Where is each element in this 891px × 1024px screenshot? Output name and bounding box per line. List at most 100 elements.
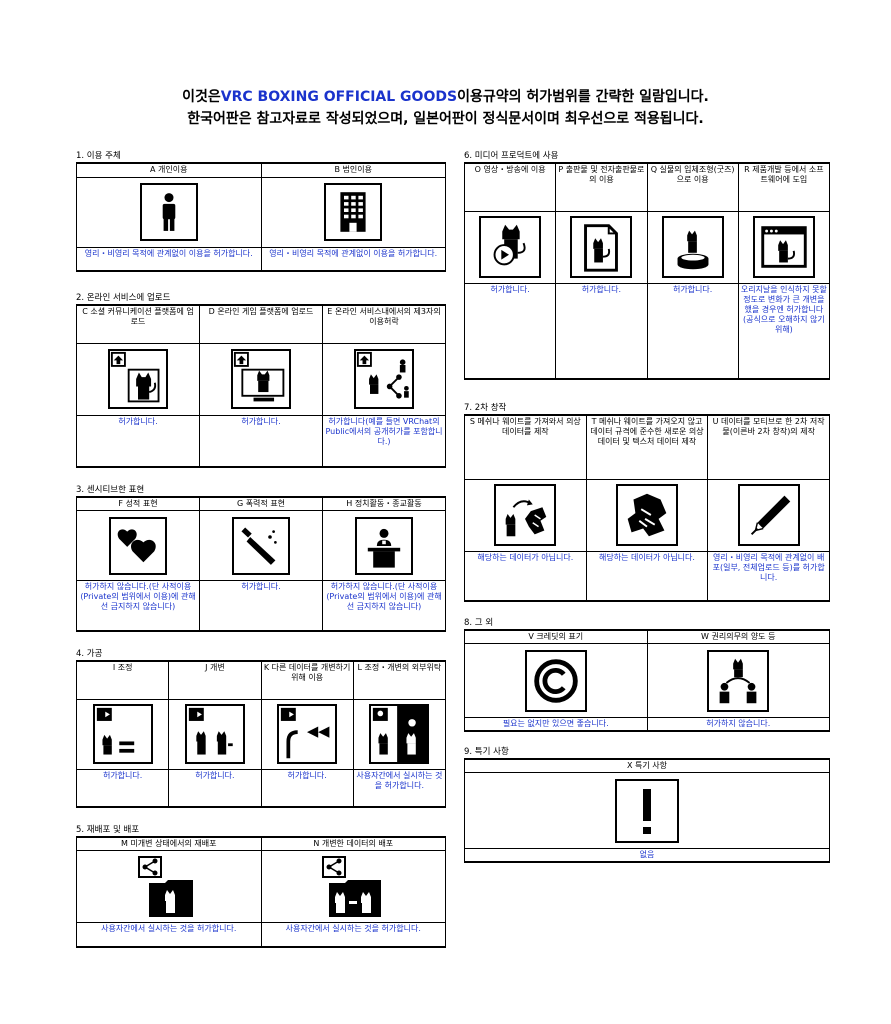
column-label: U 데이터를 모티브로 한 2차 저작물(이른바 2차 창작)의 제작 — [707, 414, 830, 480]
section-title: 9. 특기 사항 — [464, 747, 509, 757]
person-icon — [139, 183, 198, 241]
permission-text: 허가하지 않습니다. — [646, 717, 830, 732]
column-label: D 온라인 게임 플랫폼에 업로드 — [199, 304, 323, 344]
redistribute-icon — [136, 854, 201, 919]
reuse-parts-icon — [277, 704, 338, 764]
permission-text: 해당하는 데이터가 아닙니다. — [585, 550, 709, 602]
video-icon — [479, 216, 542, 278]
permission-text: 없음 — [464, 848, 830, 863]
podium-icon — [355, 516, 413, 575]
section-title: 8. 그 외 — [464, 618, 494, 628]
column-label: Q 실물의 입체조형(굿즈)으로 이용 — [646, 162, 739, 212]
column-label: E 온라인 서비스내에서의 제3자의 이용허락 — [322, 304, 446, 344]
exclamation-icon — [615, 778, 679, 843]
figure-icon — [661, 216, 724, 278]
column-label: X 특기 사항 — [464, 758, 830, 773]
column-label: A 개인이용 — [76, 162, 262, 178]
header-line-2: 한국어판은 참고자료로 작성되었으며, 일본어판이 정식문서이며 최우선으로 적… — [187, 111, 704, 127]
column-label: I 조정 — [75, 660, 170, 700]
copyright-icon — [524, 649, 587, 712]
column-label: M 미개변 상태에서의 재배포 — [76, 836, 262, 851]
permission-text: 영리・비영리 목적에 관계없이 이용을 허가합니다. — [260, 246, 446, 272]
section-title: 1. 이용 주체 — [76, 151, 121, 161]
column-label: O 영상・방송에 이용 — [463, 162, 557, 212]
adjust-icon — [92, 704, 153, 764]
software-icon — [752, 216, 815, 278]
building-icon — [324, 183, 383, 241]
permission-text: 허가합니다. — [199, 414, 323, 468]
permission-text: 필요는 없지만 있으면 좋습니다. — [464, 717, 648, 732]
column-label: B 법인이용 — [260, 162, 446, 178]
column-label: T 메쉬나 웨이트를 가져오지 않고 데이터 규격에 준수한 새로운 의상 데이… — [585, 414, 709, 480]
permission-text: 허가합니다. — [555, 282, 648, 380]
distribute-modified-icon — [321, 854, 386, 919]
modify-icon — [184, 704, 245, 764]
column-label: J 개변 — [168, 660, 262, 700]
permission-text: 허가합니다. — [463, 282, 557, 380]
column-label: K 다른 데이터를 개변하기 위해 이용 — [260, 660, 354, 700]
column-label: G 폭력적 표현 — [199, 496, 323, 511]
column-label: H 정치활동・종교활동 — [322, 496, 446, 511]
permission-text: 허가합니다. — [646, 282, 739, 380]
permission-text: 영리・비영리 목적에 관계없이 배포(일부, 전체업로드 등)를 허가합니다. — [707, 550, 830, 602]
third-party-share-icon — [354, 349, 414, 409]
permission-text: 오리지날을 인식하지 못할 정도로 변화가 큰 개변을 했을 경우엔 허가합니다… — [737, 282, 831, 380]
permission-text: 영리・비영리 목적에 관계없이 이용을 허가합니다. — [76, 246, 262, 272]
permission-text: 사용자간에서 실시하는 것을 허가합니다. — [352, 768, 447, 808]
section-title: 3. 센시티브한 표현 — [76, 485, 145, 495]
permission-text: 허가합니다. — [260, 768, 354, 808]
section-title: 6. 미디어 프로덕트에 사용 — [464, 151, 559, 161]
transfer-rights-icon — [707, 649, 770, 712]
permission-text: 사용자간에서 실시하는 것을 허가합니다. — [260, 922, 446, 947]
column-label: S 메쉬나 웨이트를 가져와서 의상 데이터를 제작 — [464, 414, 587, 480]
outsource-icon — [369, 704, 430, 764]
new-clothing-icon — [615, 484, 678, 546]
permission-text: 해당하는 데이터가 아닙니다. — [464, 550, 587, 602]
brand-name: VRC BOXING OFFICIAL GOODS — [220, 89, 458, 105]
permission-text: 허가합니다(예를 들면 VRChat의 Public에서의 공개허가를 포함합니… — [322, 414, 446, 468]
permission-text: 허가하지 않습니다.(단 사적이용(Private의 범위에서 이용)에 관해선… — [76, 580, 200, 631]
permission-table: X 특기 사항 없음 — [464, 758, 830, 863]
column-label: N 개변한 데이터의 배포 — [260, 836, 446, 851]
permission-text: 허가하지 않습니다.(단 사적이용(Private의 범위에서 이용)에 관해선… — [322, 580, 446, 631]
column-label: R 제품개발 등에서 소프트웨어에 도입 — [737, 162, 831, 212]
permission-text: 허가합니다. — [168, 768, 262, 808]
permission-text: 사용자간에서 실시하는 것을 허가합니다. — [76, 922, 262, 947]
section-title: 2. 온라인 서비스에 업로드 — [76, 293, 171, 303]
column-label: F 성적 표현 — [76, 496, 200, 511]
section-title: 4. 가공 — [76, 649, 103, 659]
upload-game-icon — [231, 349, 291, 409]
page-header: 이것은VRC BOXING OFFICIAL GOODS이용규약의 허가범위를 … — [0, 86, 891, 130]
header-line-1: 이것은VRC BOXING OFFICIAL GOODS이용규약의 허가범위를 … — [182, 89, 709, 105]
mesh-transfer-icon — [494, 484, 557, 546]
permission-text: 허가합니다. — [199, 580, 323, 631]
section-title: 7. 2차 창작 — [464, 403, 507, 413]
pen-icon — [737, 484, 800, 546]
column-label: C 소셜 커뮤니케이션 플랫폼에 업로드 — [76, 304, 200, 344]
section-title: 5. 재배포 및 배포 — [76, 825, 140, 835]
knife-icon — [232, 516, 290, 575]
permission-text: 허가합니다. — [75, 768, 170, 808]
column-label: P 출판물 및 전자출판물로의 이용 — [555, 162, 648, 212]
column-label: W 권리의무의 양도 등 — [646, 629, 830, 644]
section-special-notes: 9. 특기 사항 X 특기 사항 없음 — [464, 746, 830, 863]
permission-text: 허가합니다. — [76, 414, 200, 468]
publication-icon — [570, 216, 633, 278]
column-label: V 크레딧의 표기 — [464, 629, 648, 644]
upload-social-icon — [108, 349, 168, 409]
